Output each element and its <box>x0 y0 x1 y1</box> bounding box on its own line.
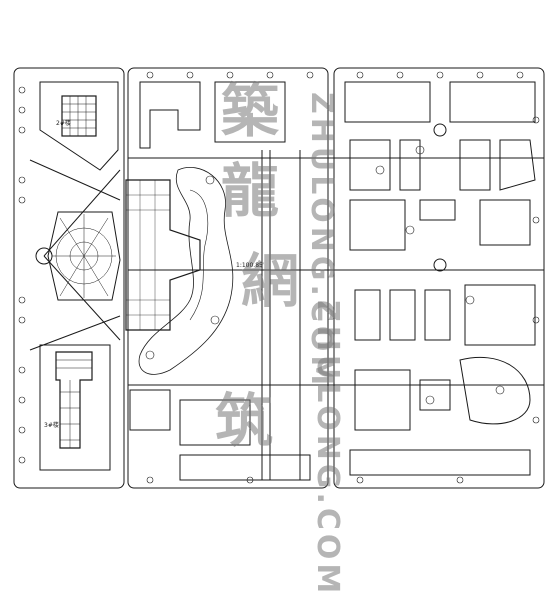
building-label-upper: 2#楼 <box>56 120 71 127</box>
green-belt-inner <box>189 189 209 321</box>
right-mid-rect-6 <box>479 199 531 246</box>
site-plan-drawing <box>13 67 545 489</box>
right-low-rect-2 <box>389 289 416 341</box>
right-mid-rect-4 <box>349 199 406 251</box>
left-lower-hatch <box>56 359 92 448</box>
middle-lower-rect-2 <box>129 389 171 431</box>
right-low-rect-5 <box>354 369 411 431</box>
left-lower-building <box>55 351 93 449</box>
middle-lower-rect-3 <box>179 454 311 481</box>
road-diag-4 <box>29 315 121 351</box>
right-top-rect-2 <box>449 81 536 123</box>
right-top-rect-1 <box>344 81 431 123</box>
green-belt <box>138 167 234 375</box>
road-diag-1 <box>43 169 121 257</box>
right-mid-rect-5 <box>419 199 456 221</box>
right-low-rect-3 <box>424 289 451 341</box>
middle-main-building <box>125 179 201 331</box>
road-diag-2 <box>43 255 121 341</box>
left-upper-hatch <box>62 96 96 136</box>
right-mid-curve <box>499 139 536 191</box>
left-upper-block <box>39 81 119 171</box>
right-mid-rect-2 <box>399 139 421 191</box>
roundabout-top <box>433 123 447 137</box>
right-low-rect-4 <box>464 284 536 346</box>
left-lower-block <box>39 344 111 471</box>
right-low-rect-6 <box>419 379 451 411</box>
site-boundary-middle <box>127 67 329 489</box>
building-label-lower: 3#楼 <box>44 422 59 429</box>
scale-label: 1:100.85 <box>236 262 263 269</box>
right-low-rect-1 <box>354 289 381 341</box>
tree-dots <box>18 71 540 484</box>
middle-upper-rect <box>214 81 286 143</box>
left-upper-building <box>61 95 97 137</box>
plaza-outline <box>47 211 121 301</box>
middle-main-hatch <box>126 180 170 330</box>
right-low-rect-7 <box>349 449 531 476</box>
right-mid-rect-1 <box>349 139 391 191</box>
site-boundary-left <box>13 67 125 489</box>
right-mid-rect-3 <box>459 139 491 191</box>
middle-upper-block <box>139 81 201 149</box>
middle-lower-rect-1 <box>179 399 251 446</box>
roundabout-mid <box>433 258 447 272</box>
road-diag-3 <box>29 159 121 201</box>
site-boundary-right <box>333 67 545 489</box>
plaza-radial-pattern <box>52 214 116 298</box>
right-low-curve <box>459 356 531 425</box>
